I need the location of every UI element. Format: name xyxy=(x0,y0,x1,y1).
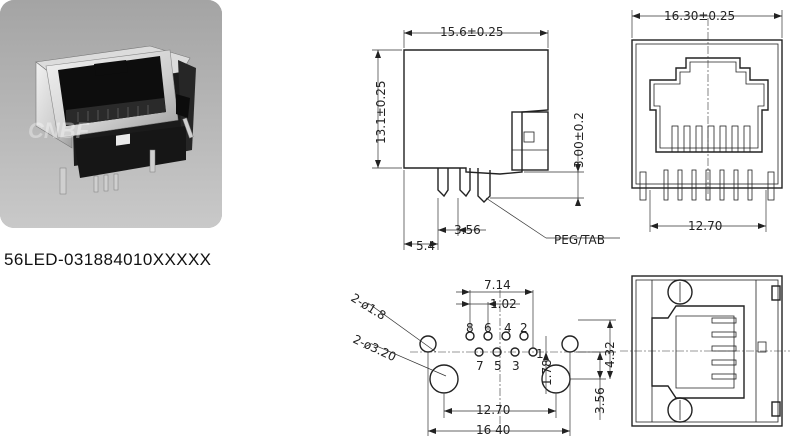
part-number: 56LED-031884010XXXXX xyxy=(4,250,212,269)
mount-hole-left xyxy=(429,364,459,394)
pin-offset-label: 5.4 xyxy=(416,239,435,253)
pin-pitch-label: 3.56 xyxy=(454,223,481,237)
peg-tab-callout: PEG/TAB xyxy=(554,233,605,247)
row-offset-label: 1.78 xyxy=(540,359,554,386)
v-dim-label: 3.56 xyxy=(593,387,607,414)
pin-label-7: 7 xyxy=(476,359,484,373)
side-view: 15.6±0.25 13.1±0.25 3.00±0.2 5.4 3.56 PE… xyxy=(372,25,620,253)
pin-label-4: 4 xyxy=(504,321,512,335)
pin-label-5: 5 xyxy=(494,359,502,373)
mount-hole-label: 2-ø3.20 xyxy=(351,332,399,364)
span-mid-label: 12.70 xyxy=(476,403,510,417)
peg-hole-right xyxy=(561,335,579,353)
pin-label-2: 2 xyxy=(520,321,528,335)
span-total-label: 16 40 xyxy=(476,423,510,437)
product-photo: CNBF xyxy=(0,0,222,228)
pin-label-3: 3 xyxy=(512,359,520,373)
pcb-layout: 8 6 4 2 7 5 3 1 7.14 1.02 2-ø1.8 2-ø3.20… xyxy=(348,278,617,437)
pitch-label: 1.02 xyxy=(490,297,517,311)
bottom-view xyxy=(620,275,790,427)
pin-label-1: 1 xyxy=(536,347,544,361)
front-pin-span-label: 12.70 xyxy=(688,219,722,233)
peg-height-label: 3.00±0.2 xyxy=(572,112,586,168)
side-height-label: 13.1±0.25 xyxy=(374,81,388,145)
side-width-label: 15.6±0.25 xyxy=(440,25,504,39)
span-top-label: 7.14 xyxy=(484,278,511,292)
peg-hole-left xyxy=(419,335,437,353)
front-view: 16.30±0.25 12.70 xyxy=(631,9,783,233)
rj45-jack-photo: CNBF xyxy=(0,0,222,228)
front-width-label: 16.30±0.25 xyxy=(664,9,735,23)
peg-hole-label: 2-ø1.8 xyxy=(348,291,388,323)
watermark-text: CNBF xyxy=(28,118,90,143)
h-dim-label: 4.32 xyxy=(603,341,617,368)
